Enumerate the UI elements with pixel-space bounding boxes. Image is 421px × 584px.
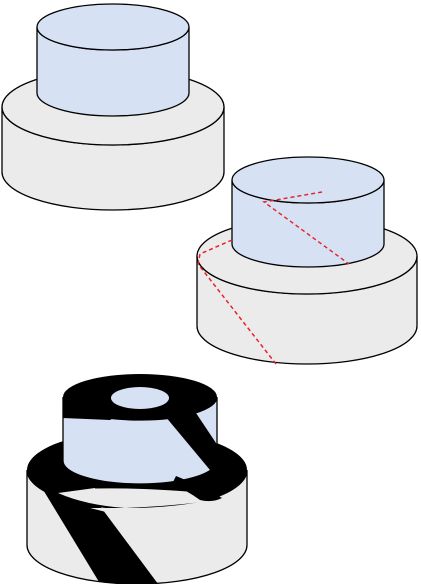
figure-plain-cylinder: [1, 3, 225, 211]
top-tier: [36, 3, 190, 117]
figure-cut-path-cylinder: [196, 156, 418, 365]
top-tier: [62, 374, 218, 485]
top-tier: [231, 156, 385, 268]
figure-black-band-cylinder: [26, 374, 248, 584]
red-dashed-cut-path: [197, 191, 350, 365]
